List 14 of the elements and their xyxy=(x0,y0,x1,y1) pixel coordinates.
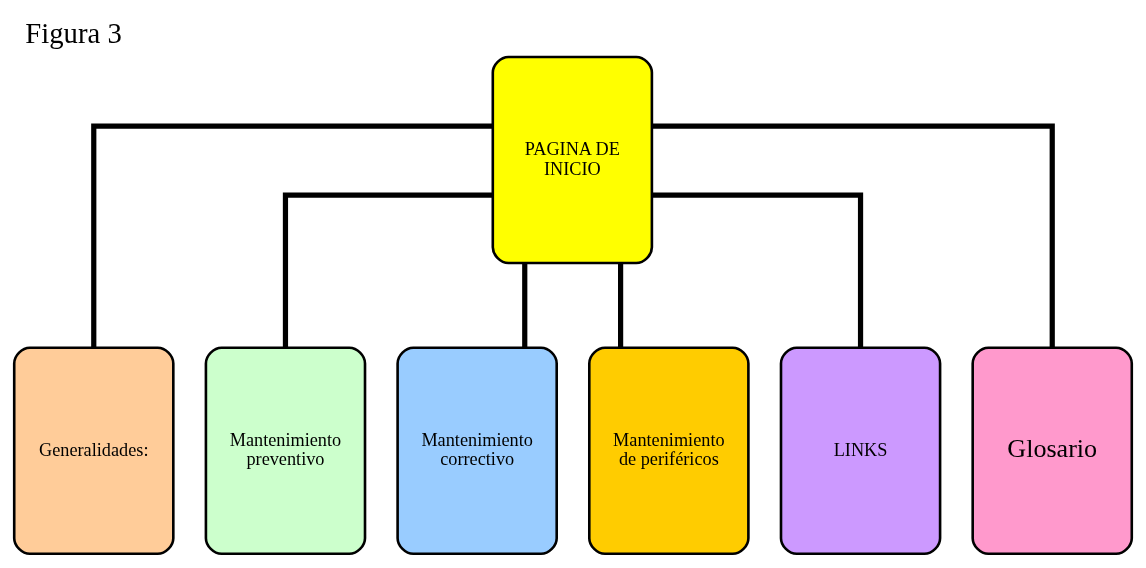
connector xyxy=(652,122,1055,348)
diagram-title: Figura 3 xyxy=(25,16,122,49)
connector xyxy=(618,262,624,347)
connector xyxy=(282,192,493,348)
connector xyxy=(522,262,528,347)
connector xyxy=(652,192,864,348)
node-box: Generalidades: xyxy=(12,345,175,555)
node-box: Glosario xyxy=(971,345,1134,555)
connector xyxy=(91,122,493,348)
node-box: PAGINA DE INICIO xyxy=(491,55,654,264)
node-box: LINKS xyxy=(779,345,942,555)
node-box: Mantenimiento preventivo xyxy=(204,345,367,555)
node-box: Mantenimiento correctivo xyxy=(396,345,558,555)
node-box: Mantenimiento de periféricos xyxy=(588,345,750,555)
